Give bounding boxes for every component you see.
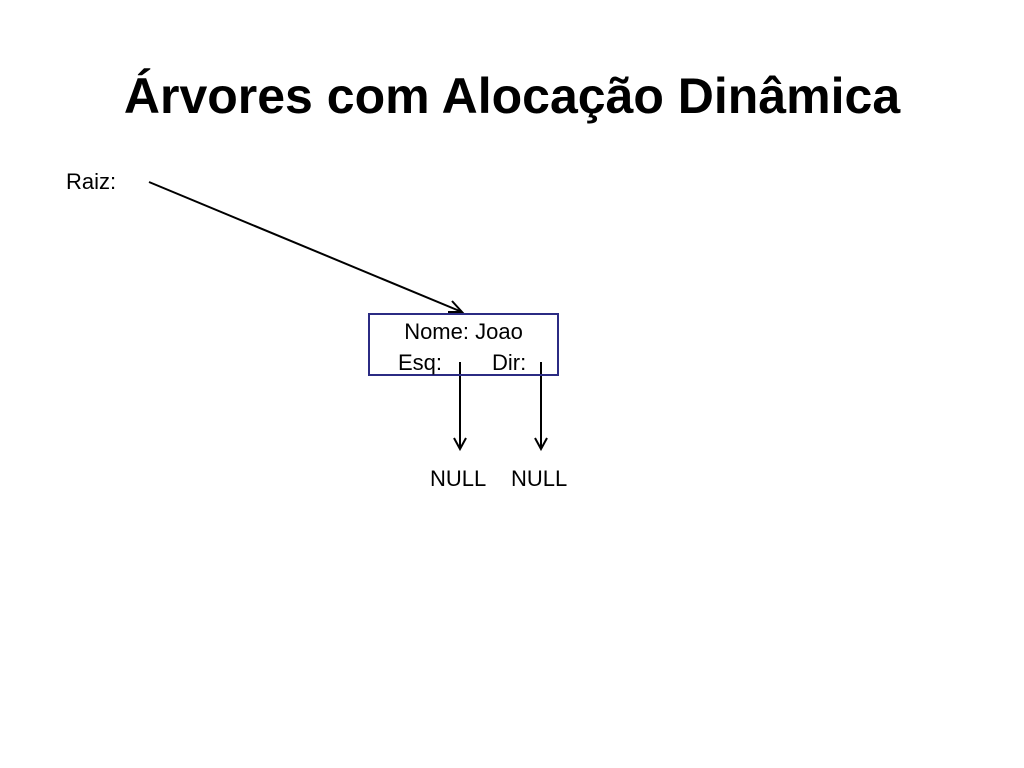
null-right-label: NULL: [511, 466, 568, 491]
root-label: Raiz:: [66, 169, 117, 194]
slide-title: Árvores com Alocação Dinâmica: [123, 68, 901, 124]
node-name-field: Nome: Joao: [404, 319, 523, 344]
left-pointer-arrow: [453, 362, 467, 452]
node-right-field: Dir:: [492, 350, 527, 375]
tree-node: Nome: Joao Esq: Dir:: [368, 313, 559, 376]
right-pointer-arrow: [534, 362, 548, 452]
node-left-field: Esq:: [398, 350, 443, 375]
null-left-label: NULL: [430, 466, 487, 491]
root-pointer-arrow: [148, 181, 465, 313]
